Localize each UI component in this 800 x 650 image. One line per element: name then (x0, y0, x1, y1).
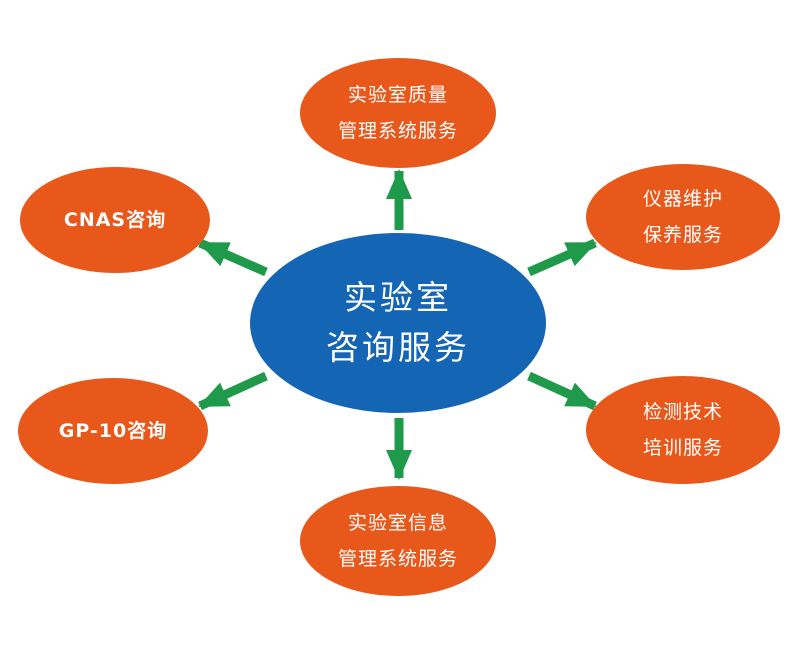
arrow-to-bottom-right (527, 371, 597, 411)
node-label-line: 检测技术 (642, 401, 723, 423)
node-lab-information-management-system: 实验室信息 管理系统服务 (300, 486, 496, 596)
node-testing-training: 检测技术 培训服务 (586, 376, 780, 484)
node-label-line: 培训服务 (642, 437, 723, 459)
node-label-line: 管理系统服务 (337, 120, 458, 142)
node-gp10-consulting: GP-10咨询 (18, 378, 208, 484)
center-label-line: 咨询服务 (326, 328, 470, 367)
node-label-line: 实验室信息 (347, 512, 448, 534)
arrow-to-top-right (527, 238, 597, 277)
node-lab-quality-management-system: 实验室质量 管理系统服务 (300, 58, 496, 168)
node-cnas-consulting: CNAS咨询 (20, 167, 210, 273)
node-label-line: 管理系统服务 (337, 548, 458, 570)
node-instrument-maintenance: 仪器维护 保养服务 (586, 164, 780, 270)
node-lab-consulting-services-center: 实验室 咨询服务 (250, 233, 546, 413)
node-label-line: GP-10咨询 (58, 420, 168, 442)
center-label-line: 实验室 (344, 278, 452, 317)
node-label-line: CNAS咨询 (63, 209, 167, 231)
node-label-line: 保养服务 (642, 224, 723, 246)
arrow-to-bottom-left (198, 371, 268, 411)
node-label-line: 实验室质量 (347, 84, 448, 106)
node-label-line: 仪器维护 (642, 188, 723, 210)
arrow-to-top-left (198, 238, 268, 277)
